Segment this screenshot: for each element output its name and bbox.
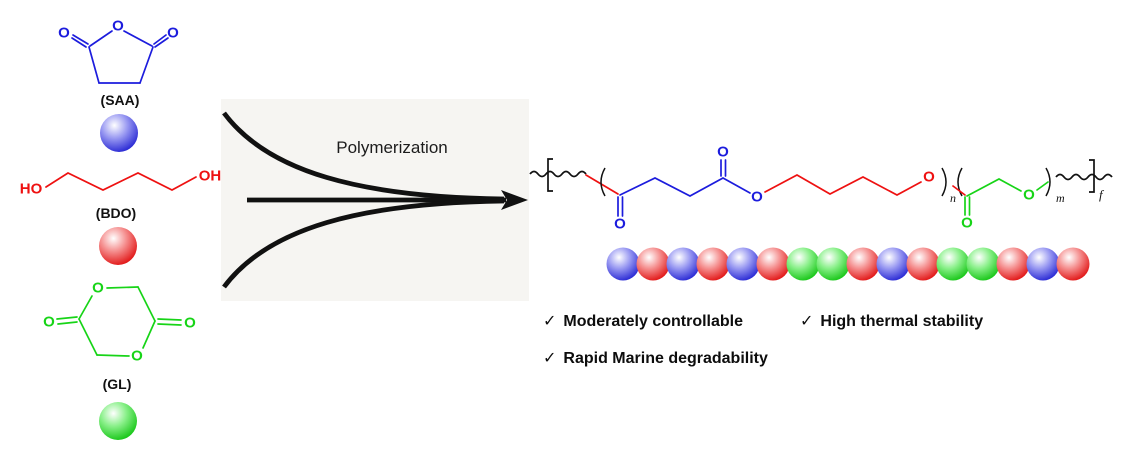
gl-monomer: O O O O (GL) xyxy=(43,280,196,440)
polymer-bead-red xyxy=(696,247,730,281)
polymer-o-green-label: O xyxy=(1023,187,1035,204)
gl-o-right-label: O xyxy=(184,315,196,332)
saa-structure xyxy=(71,30,169,84)
polymer-bead-red xyxy=(756,247,790,281)
polymer-bead-red xyxy=(906,247,940,281)
polymer-bead-blue xyxy=(876,247,910,281)
gl-bond xyxy=(96,354,130,357)
polymer-bead-red xyxy=(636,247,670,281)
bdo-oh-label: OH xyxy=(199,168,222,185)
polymer-bond-red-start xyxy=(585,174,619,195)
polymer-bead-red xyxy=(846,247,880,281)
gl-bond xyxy=(106,286,139,289)
gl-o-ring-bottom-label: O xyxy=(131,348,143,365)
gl-bead xyxy=(99,402,137,440)
polymer-wavy-left xyxy=(529,170,587,178)
saa-carbonyl-double-bond xyxy=(71,37,87,48)
polymer-butylene-chain xyxy=(764,174,922,196)
polymer-bead-green xyxy=(816,247,850,281)
polymer-bond-green-end xyxy=(1036,181,1049,191)
gl-structure xyxy=(56,286,182,357)
saa-bond xyxy=(139,46,154,84)
polymer-bead-green xyxy=(966,247,1000,281)
polymer-subscript-m: m xyxy=(1056,191,1065,205)
polymer-o-carbonyl1-label: O xyxy=(614,216,626,233)
saa-bead xyxy=(100,114,138,152)
reaction-arrow-label: Polymerization xyxy=(336,138,448,157)
saa-carbonyl-double-bond xyxy=(72,34,89,45)
polymer-structure: O O O O n O O m f xyxy=(529,144,1113,233)
polymer-bead-green xyxy=(786,247,820,281)
gl-carbonyl-double-bond xyxy=(56,316,78,320)
polymer-bead-blue xyxy=(1026,247,1060,281)
polymer-subscript-n: n xyxy=(950,191,956,205)
polymer-bead-blue xyxy=(666,247,700,281)
saa-bond xyxy=(88,46,100,84)
polymer-bead-blue xyxy=(606,247,640,281)
polymer-bead-red xyxy=(996,247,1030,281)
feature-text: High thermal stability xyxy=(820,313,983,330)
polymer-o-red-label: O xyxy=(923,169,935,186)
polymer-bead-blue xyxy=(726,247,760,281)
bdo-chain xyxy=(45,172,197,191)
feature-item-moderately-controllable: ✓ Moderately controllable xyxy=(543,313,743,330)
saa-o-right-label: O xyxy=(167,25,179,42)
arrow-curve-top xyxy=(222,111,505,202)
gl-o-ring-top-label: O xyxy=(92,280,104,297)
polymer-glycolate-chain xyxy=(966,178,1022,197)
saa-o-left-label: O xyxy=(58,25,70,42)
gl-bond xyxy=(78,318,98,356)
gl-carbonyl-double-bond xyxy=(157,318,182,321)
gl-name-label: (GL) xyxy=(103,376,132,392)
gl-bond xyxy=(142,320,156,349)
saa-bond xyxy=(123,30,153,47)
saa-name-label: (SAA) xyxy=(101,92,140,108)
feature-list: ✓ Moderately controllable ✓ High thermal s… xyxy=(543,313,983,367)
bdo-monomer: HO OH (BDO) xyxy=(20,168,222,265)
polymer-subscript-f: f xyxy=(1099,187,1105,202)
polymer-o-ester-top-label: O xyxy=(717,144,729,161)
polymer-bead-green xyxy=(936,247,970,281)
gl-carbonyl-double-bond xyxy=(57,321,78,325)
gl-o-left-label: O xyxy=(43,314,55,331)
bdo-bead xyxy=(99,227,137,265)
saa-monomer: O O O (SAA) xyxy=(58,18,179,152)
bdo-name-label: (BDO) xyxy=(96,205,136,221)
polymer-paren-open-m xyxy=(957,167,963,197)
bdo-ho-label: HO xyxy=(20,181,43,198)
polymer-bracket-right xyxy=(1089,159,1095,193)
feature-item-rapid-marine-degradability: ✓ Rapid Marine degradability xyxy=(543,350,768,367)
polymer-wavy-right xyxy=(1055,173,1113,181)
reaction-arrow: Polymerization xyxy=(222,111,528,289)
gl-carbonyl-double-bond xyxy=(157,323,182,326)
polymer-o-green-carbonyl-label: O xyxy=(961,215,973,232)
polymer-paren-close-m xyxy=(1045,167,1051,197)
polymer-bead-red xyxy=(1056,247,1090,281)
polymer-paren-open-n xyxy=(600,167,606,197)
check-icon: ✓ xyxy=(800,313,813,330)
polymer-paren-close-n xyxy=(941,167,947,197)
check-icon: ✓ xyxy=(543,313,556,330)
polymer-bead-row xyxy=(606,247,1090,281)
feature-text: Rapid Marine degradability xyxy=(563,350,768,367)
check-icon: ✓ xyxy=(543,350,556,367)
gl-bond xyxy=(78,295,93,320)
gl-bond xyxy=(137,286,156,322)
saa-o-ring-label: O xyxy=(112,18,124,35)
feature-text: Moderately controllable xyxy=(563,313,743,330)
arrow-head xyxy=(501,190,528,210)
saa-bond xyxy=(89,30,113,47)
saa-carbonyl-double-bond xyxy=(153,34,167,45)
polymer-bracket-left xyxy=(547,158,553,192)
polymer-succinate-chain xyxy=(619,177,751,197)
saa-carbonyl-double-bond xyxy=(154,37,169,48)
feature-item-high-thermal-stability: ✓ High thermal stability xyxy=(800,313,983,330)
polymer-o-ester-label: O xyxy=(751,189,763,206)
polymer-bond-red-stub xyxy=(952,185,966,196)
arrow-curve-bottom xyxy=(222,198,505,289)
